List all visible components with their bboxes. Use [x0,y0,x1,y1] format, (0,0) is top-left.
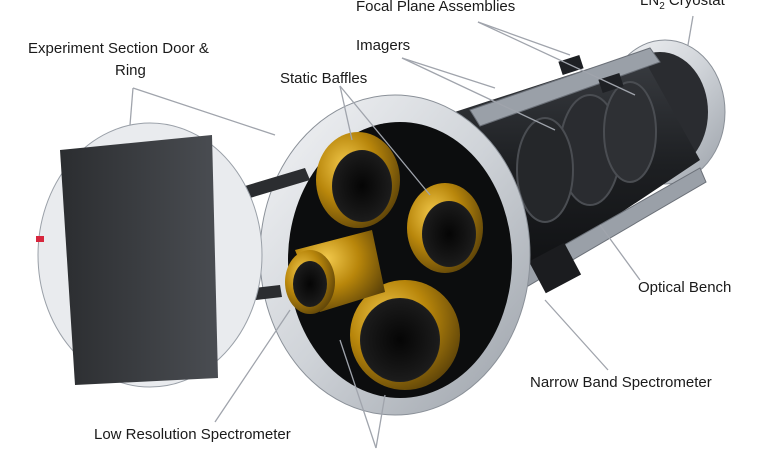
label-optical-bench: Optical Bench [638,279,732,296]
low-resolution-spectrometer [285,230,385,314]
static-baffles [316,132,483,390]
experiment-section-door [36,122,263,388]
label-ln2-suffix: Cryostat [664,0,725,9]
label-experiment-section-door-line1: Experiment Section Door & [28,40,209,57]
label-narrow-band-spectrometer: Narrow Band Spectrometer [530,374,712,391]
label-ln2-cryostat: LN2 Cryostat [640,0,725,16]
label-ln2-subscript: 2 [659,1,665,12]
leader-lines [129,15,694,449]
label-experiment-section-door-line2: Ring [115,62,146,79]
focal-plane-assembly-block [598,72,624,94]
label-static-baffles: Static Baffles [280,70,368,87]
label-focal-plane-assemblies: Focal Plane Assemblies [356,0,516,15]
label-ln2-prefix: LN [640,0,660,9]
label-low-resolution-spectrometer: Low Resolution Spectrometer [94,426,291,443]
narrow-band-spectrometer-box [528,242,582,294]
red-marker [36,236,44,242]
optical-bench-body [430,47,707,287]
label-imagers: Imagers [356,37,411,54]
